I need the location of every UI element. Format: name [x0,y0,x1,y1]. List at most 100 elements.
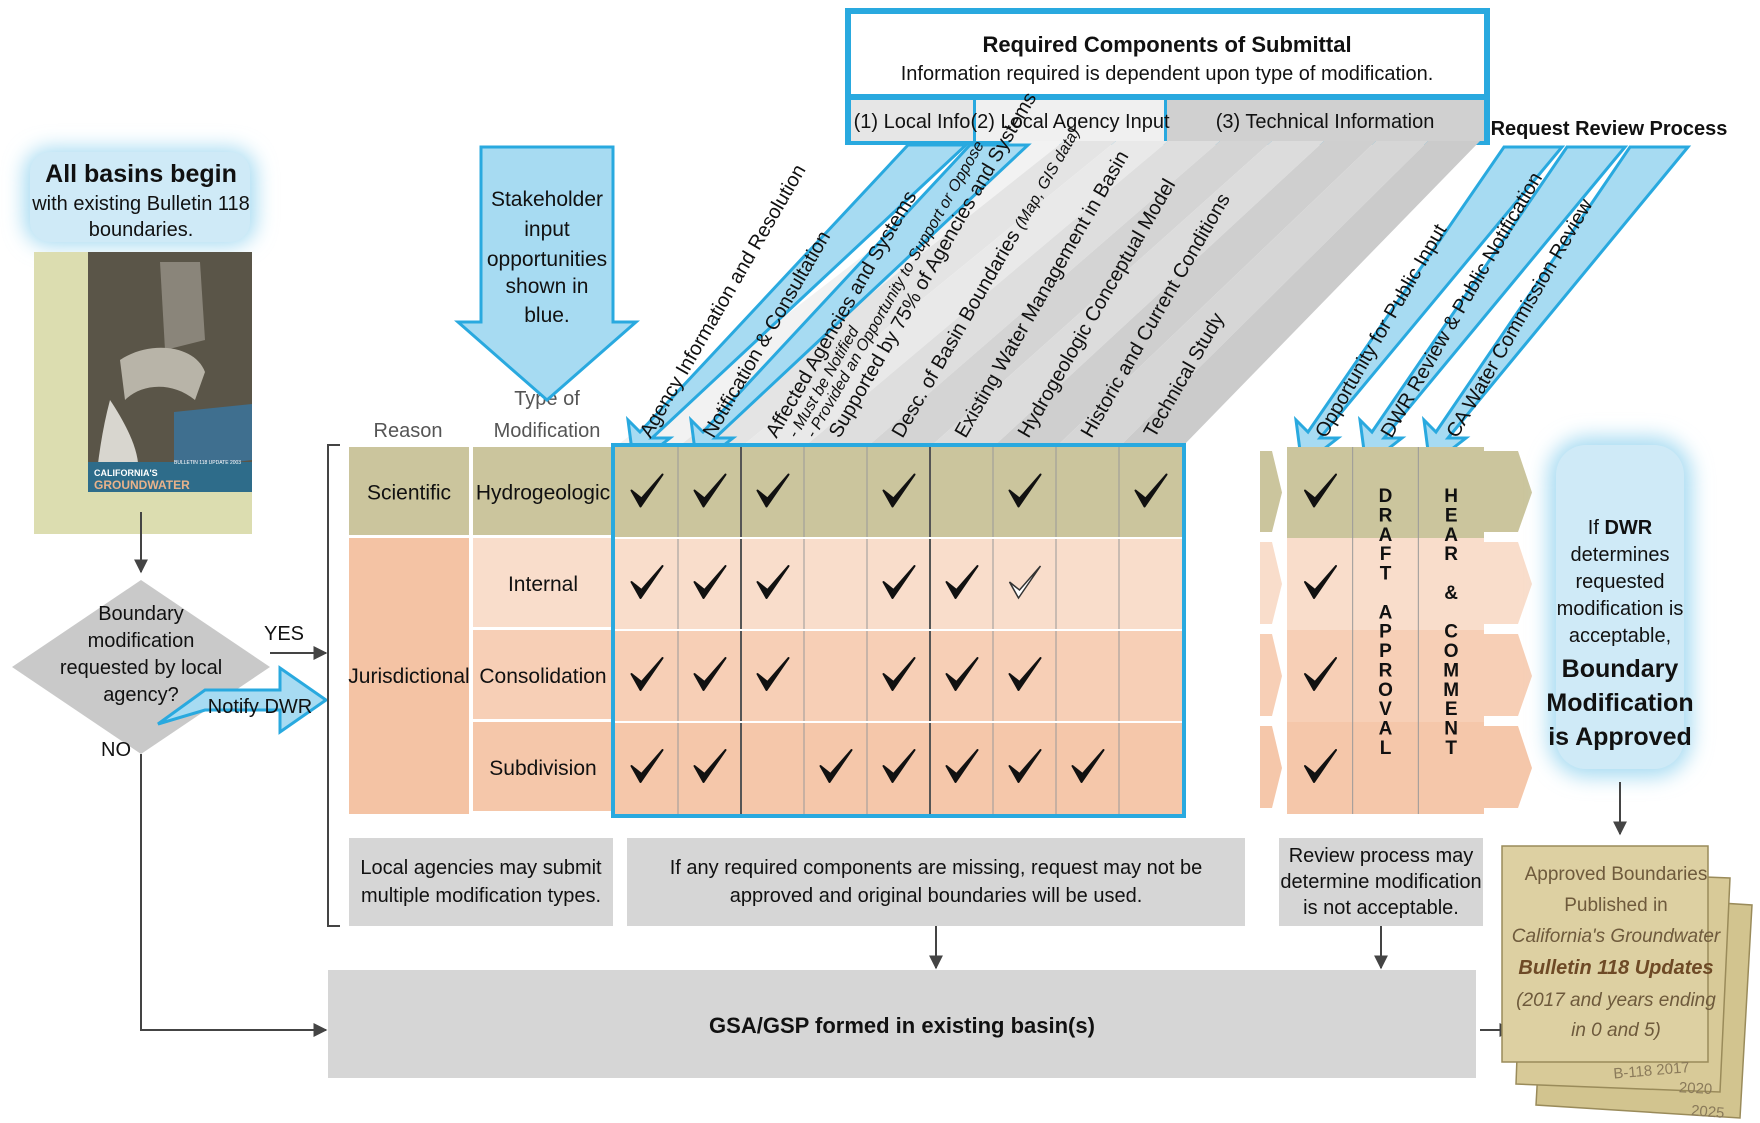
bulletin-cover-image: CALIFORNIA'S GROUNDWATER BULLETIN 118 UP… [34,252,252,534]
header-fan-band [867,141,1272,447]
decision-line4: agency? [103,684,179,706]
yes-label: YES [264,623,304,645]
reason-cell-jurisdictional [349,538,469,814]
note3-line1: Review process may [1289,845,1474,867]
notify-dwr-arrow: Notify DWR [157,665,329,735]
start-title: All basins begin [45,160,237,188]
type-cell [473,630,613,719]
reason-header: Reason [374,420,443,442]
vertical-letter: A [1379,602,1393,623]
stakeholder-line3: opportunities [487,248,607,271]
vertical-letter: F [1380,544,1392,565]
pub-year3: 2025 [1690,1102,1725,1122]
check-mark [882,749,916,783]
vertical-letter: T [1445,738,1457,759]
row-chevron-right [1484,726,1532,808]
vertical-letter: E [1445,505,1458,526]
reason-label: Scientific [367,482,451,505]
vertical-letter: R [1379,660,1393,681]
approval-bold3: is Approved [1548,723,1692,751]
note2-line2: approved and original boundaries will be… [730,885,1143,907]
row-bracket [327,444,340,927]
check-mark [693,749,727,783]
approval-bold1: Boundary [1562,655,1679,683]
pub-year1: B-118 2017 [1613,1059,1691,1083]
vertical-letter: N [1444,719,1458,740]
stakeholder-line2: input [524,218,570,241]
type-label: Hydrogeologic [476,482,610,505]
row-chevron-left [1260,634,1282,716]
vertical-letter: A [1379,719,1393,740]
type-cell [473,722,613,811]
review-process-title: Request Review Process [1491,118,1728,140]
row-chevron-left [1260,726,1282,808]
pub-italic2-1: (2017 and years ending [1516,990,1716,1011]
approval-line2: requested [1576,571,1665,593]
stakeholder-arrow: Stakeholder input opportunities shown in… [454,145,640,402]
row-chevron-right [1484,634,1532,716]
requirements-grid: HydrogeologicInternalConsolidationSubdiv… [348,443,1532,818]
row-chevron-left [1260,451,1282,532]
row-chevron-left [1260,542,1282,624]
check-mark [756,473,790,508]
start-line1: with existing Bulletin 118 [31,193,250,215]
check-mark [819,749,853,783]
header-subtitle: Information required is dependent upon t… [901,63,1434,85]
header-title: Required Components of Submittal [982,32,1351,57]
start-block: All basins begin with existing Bulletin … [24,148,256,246]
cover-line2: GROUNDWATER [94,478,190,492]
vertical-letter: R [1444,544,1458,565]
type-label: Consolidation [479,665,606,688]
pub-line1: Approved Boundaries [1525,864,1708,885]
gsa-bar: GSA/GSP formed in existing basin(s) [328,970,1476,1078]
decision-diamond: Boundary modification requested by local… [12,580,270,754]
check-mark [1008,657,1042,691]
notify-label: Notify DWR [208,696,312,718]
stakeholder-line4: shown in [506,275,589,298]
header-fan-band [741,141,1168,447]
check-mark [1134,473,1168,508]
vertical-letter: D [1379,486,1393,507]
check-mark [1071,749,1105,783]
gsa-text: GSA/GSP formed in existing basin(s) [709,1013,1095,1038]
note-multiple-types: Local agencies may submit multiple modif… [349,838,613,926]
vertical-letter: C [1444,622,1458,643]
vertical-letter: P [1379,641,1392,662]
check-mark [630,473,664,508]
check-mark [1008,749,1042,783]
requirements-outline [611,443,1186,818]
note2-line1: If any required components are missing, … [670,857,1203,879]
check-mark [882,657,916,691]
subheader-local: (1) Local Info [854,111,971,133]
check-mark [1304,657,1337,691]
vertical-letter: V [1379,699,1392,720]
stakeholder-line1: Stakeholder [491,188,603,211]
vertical-letter: L [1380,738,1392,759]
type-header-2: Modification [494,420,601,442]
vertical-letter: M [1443,680,1459,701]
note-review-determine: Review process may determine modificatio… [1279,838,1483,926]
vertical-letter: E [1445,699,1458,720]
check-mark [1304,749,1337,783]
column-header-fans [615,141,1692,469]
approval-line4: acceptable, [1569,625,1671,647]
header-fan-band [1056,141,1428,447]
check-mark [693,657,727,691]
vertical-letter: M [1443,660,1459,681]
type-cell [473,447,613,535]
check-mark [882,473,916,508]
published-booklets: Approved Boundaries Published in Califor… [1501,845,1753,1122]
vertical-letter: R [1379,505,1393,526]
vertical-letter: O [1378,680,1393,701]
cover-small: BULLETIN 118 UPDATE 2003 [174,460,241,466]
pub-line2: Published in [1564,895,1668,916]
check-mark [1304,565,1337,599]
check-mark [1008,473,1042,508]
check-mark [693,473,727,508]
vertical-letter: T [1380,564,1392,585]
subheader-tech: (3) Technical Information [1216,111,1435,133]
type-cell [473,538,613,627]
reason-label: Jurisdictional [348,665,469,688]
check-mark [630,657,664,691]
